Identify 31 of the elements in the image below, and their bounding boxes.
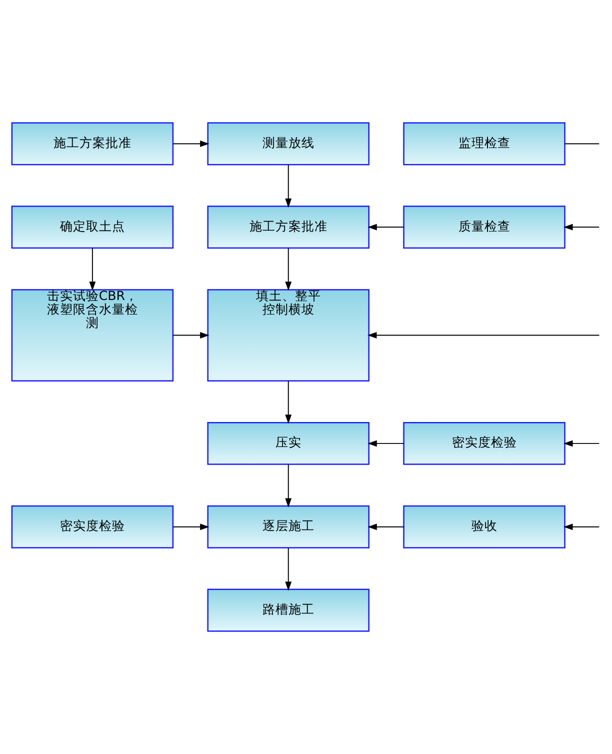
arrow: [285, 547, 292, 591]
node-box: 确定取土点: [11, 206, 174, 249]
node-box: 施工方案批准: [207, 206, 370, 249]
arrow: [285, 464, 292, 508]
arrow: [564, 524, 600, 530]
arrow: [564, 224, 600, 230]
arrow: [368, 224, 404, 230]
node-box: 压实: [207, 422, 370, 465]
node-box: 击实试验CBR，液塑限含水量检测: [11, 289, 174, 382]
node-box: 路槽施工: [207, 588, 370, 632]
node-box: 监理检查: [403, 122, 566, 166]
node-box: 填土、整平控制横坡: [207, 289, 370, 382]
node-box: 密实度检验: [403, 422, 566, 465]
arrow: [368, 524, 404, 530]
arrow: [285, 248, 292, 291]
node-box: 密实度检验: [11, 505, 174, 548]
node-box: 测量放线: [207, 122, 370, 166]
arrow: [89, 248, 96, 291]
arrow: [285, 380, 292, 424]
arrow: [564, 440, 600, 447]
node-box: 验收: [403, 505, 566, 548]
arrow: [172, 524, 210, 530]
node-box: 逐层施工: [207, 505, 370, 548]
arrow: [172, 332, 210, 339]
arrow: [368, 440, 404, 447]
node-box: 质量检查: [403, 206, 566, 249]
arrow: [367, 332, 600, 339]
node-box: 施工方案批准: [11, 122, 174, 166]
arrow: [172, 140, 210, 147]
arrow: [285, 164, 292, 208]
connector: [564, 143, 600, 144]
